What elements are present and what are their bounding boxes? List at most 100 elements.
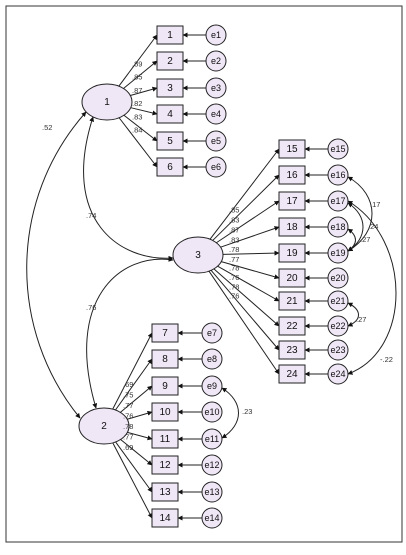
error-circle-e4: [205, 103, 227, 125]
observed-box-9: [151, 376, 179, 396]
loading-value-6: .84: [132, 126, 142, 135]
observed-label-5: 5: [167, 136, 173, 147]
observed-label-6: 6: [167, 162, 173, 173]
error-label-e21: e21: [330, 296, 345, 306]
error-label-e1: e1: [211, 30, 221, 40]
observed-label-11: 11: [160, 434, 171, 445]
loading-value-17: .87: [229, 225, 239, 234]
loading-value-21: .78: [229, 264, 239, 273]
loading-path-24: [208, 270, 280, 375]
loading-path-3: [130, 86, 158, 96]
error-label-e8: e8: [207, 354, 217, 364]
observed-box-21: [278, 291, 306, 311]
latent-label-2: 2: [101, 421, 107, 432]
covariance-value-c_e9_e11: .23: [242, 407, 252, 416]
loading-path-15: [209, 148, 280, 240]
correlation-value-r23: .76: [86, 303, 96, 312]
error-label-e7: e7: [207, 328, 217, 338]
error-circle-e21: [327, 290, 349, 312]
error-circle-e17: [327, 190, 349, 212]
loading-path-20: [221, 261, 280, 280]
observed-label-8: 8: [162, 354, 168, 365]
observed-box-16: [278, 165, 306, 185]
error-circle-e15: [327, 138, 349, 160]
error-circle-e6: [205, 156, 227, 178]
observed-box-8: [151, 349, 179, 369]
error-label-e14: e14: [204, 513, 219, 523]
observed-label-16: 16: [286, 170, 298, 181]
observed-box-5: [156, 131, 184, 151]
observed-box-7: [151, 323, 179, 343]
loading-value-2: .85: [132, 73, 142, 82]
error-covariance-c_e16_e19: [347, 176, 373, 252]
loading-value-4: .82: [132, 99, 142, 108]
error-label-e4: e4: [211, 109, 221, 119]
covariance-value-c_e21_e22: .27: [356, 315, 366, 324]
loading-path-19: [222, 250, 280, 256]
error-circle-e14: [201, 507, 223, 529]
observed-label-24: 24: [286, 369, 298, 380]
latent-factor-1: [81, 83, 133, 121]
observed-box-4: [156, 104, 184, 124]
error-circle-e8: [201, 348, 223, 370]
loading-path-2: [123, 60, 158, 89]
latent-label-1: 1: [104, 97, 110, 108]
error-circle-e19: [327, 242, 349, 264]
loading-value-19: .78: [229, 245, 239, 254]
loading-value-1: .89: [132, 60, 142, 69]
error-covariance-c_e18_e19: [347, 228, 356, 252]
loading-value-3: .87: [132, 86, 142, 95]
error-label-e13: e13: [204, 487, 219, 497]
error-circle-e2: [205, 50, 227, 72]
loading-value-7: .69: [123, 380, 133, 389]
observed-box-23: [278, 340, 306, 360]
error-circle-e3: [205, 77, 227, 99]
error-circle-e12: [201, 454, 223, 476]
error-circle-e10: [201, 401, 223, 423]
error-label-e17: e17: [330, 196, 345, 206]
factor-correlation-r23: [86, 256, 174, 409]
observed-box-3: [156, 78, 184, 98]
observed-box-11: [151, 429, 179, 449]
error-circle-e24: [327, 363, 349, 385]
latent-factor-3: [172, 236, 224, 274]
loading-value-13: .69: [123, 443, 133, 452]
observed-label-4: 4: [167, 109, 173, 120]
observed-box-20: [278, 268, 306, 288]
observed-label-7: 7: [162, 328, 168, 339]
observed-box-22: [278, 316, 306, 336]
loading-value-10: .76: [123, 411, 133, 420]
loading-path-23: [210, 270, 280, 351]
loading-path-10: [127, 410, 153, 420]
loading-path-18: [220, 226, 280, 248]
observed-label-15: 15: [286, 144, 298, 155]
observed-label-10: 10: [159, 407, 171, 418]
loading-value-8: .75: [123, 390, 133, 399]
loading-value-24: .76: [229, 292, 239, 301]
observed-box-17: [278, 191, 306, 211]
loading-value-22: .76: [229, 273, 239, 282]
loading-path-12: [120, 439, 153, 466]
error-covariance-c_e17_e24: [347, 200, 397, 375]
observed-label-13: 13: [159, 487, 171, 498]
loading-path-4: [130, 107, 158, 116]
error-circle-e16: [327, 164, 349, 186]
observed-label-22: 22: [286, 321, 298, 332]
correlation-value-r13: .74: [86, 211, 96, 220]
correlation-value-r12: .52: [42, 123, 52, 132]
loading-value-11: .78: [123, 422, 133, 431]
observed-label-14: 14: [159, 513, 171, 524]
observed-box-13: [151, 482, 179, 502]
error-label-e19: e19: [330, 248, 345, 258]
latent-factor-2: [78, 407, 130, 445]
error-circle-e13: [201, 481, 223, 503]
error-label-e5: e5: [211, 136, 221, 146]
loading-path-8: [115, 358, 153, 411]
diagram-border: [5, 5, 403, 543]
error-label-e15: e15: [330, 144, 345, 154]
observed-label-1: 1: [167, 30, 173, 41]
observed-box-14: [151, 508, 179, 528]
loading-path-22: [213, 268, 280, 327]
